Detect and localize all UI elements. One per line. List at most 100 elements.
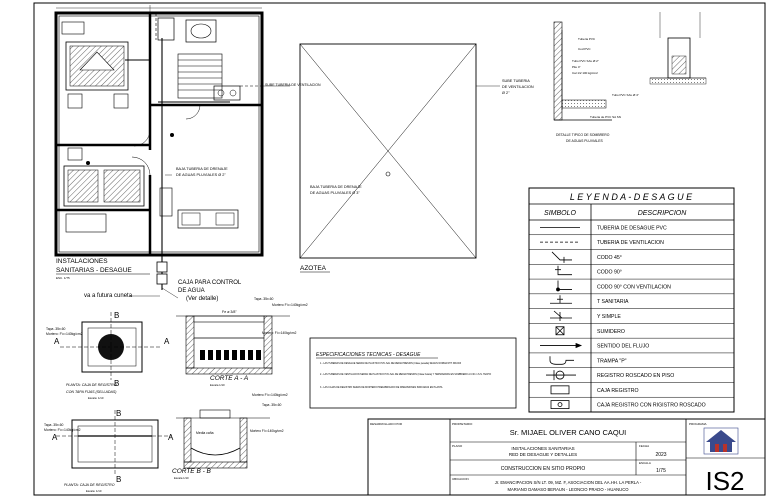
detail-label-c: Tubo PVC SAL Ø 2" <box>572 59 599 63</box>
plan-vent-note: SUBE TUBERIA DE VENTILACION <box>265 83 321 87</box>
legend-row-label: TUBERIA DE DESAGUE PVC <box>597 225 667 231</box>
corte-a-title: CORTE A - A <box>210 375 248 382</box>
specs-box <box>309 337 517 409</box>
tb-fecha: 2023 <box>655 452 666 458</box>
legend-row-label: CAJA REGISTRO <box>597 388 639 394</box>
plan-title-1: INSTALACIONES <box>56 258 108 265</box>
tb-owner: Sr. MIJAEL OLIVER CANO CAQUI <box>510 428 626 437</box>
tb-plano-1: INSTALACIONES SANITARIAS <box>511 446 574 451</box>
tb-address-1: Jr. EMANCIPACION S/N LT. 09, MZ. F, ASOC… <box>495 480 642 485</box>
caja-note-1: CAJA PARA CONTROL <box>178 280 242 286</box>
plan-rain-note-2: DE AGUAS PLUVIALES Ø 2" <box>176 173 226 177</box>
corte-b-media-cana: Media caña <box>196 431 214 435</box>
box2-section-b-bottom: B <box>116 475 121 484</box>
box1-section-a-left: A <box>54 337 60 346</box>
tb-sheet-code: IS2 <box>705 466 744 496</box>
box1-plan-scale: Escala: 1/10 <box>88 396 104 400</box>
detail-label-d: Pile 4" <box>572 65 581 69</box>
specs-title: ESPECIFICACIONES TECNICAS - DESAGUE <box>316 352 421 358</box>
box2-section-a-right: A <box>168 433 174 442</box>
sanitary-tee-icon <box>550 295 572 304</box>
detail-label-a: Tuberia PVC <box>578 37 596 41</box>
detail-label-b: Cod PVC <box>578 47 591 51</box>
corte-a-mortero-2: Mortero: F'c=140kg/cm2 <box>262 331 297 335</box>
spec-item-3: 3.- LAS CAJAS DE REGISTRO SERAN DE MORTE… <box>320 386 443 389</box>
legend-table <box>528 187 735 413</box>
section-a-a <box>176 315 290 375</box>
elbow-45-icon <box>551 251 572 263</box>
tb-address-2: MARIANO DAMASO BERAUN - LEONCIO PRADO - … <box>508 487 630 492</box>
university-logo-icon <box>703 427 739 455</box>
plan-subtitle: ESC. 1/75 <box>56 276 70 280</box>
spec-item-2: 2.- LAS TUBERIAS DE VENTILACION SERAN DE… <box>320 373 491 376</box>
box1-section-b-bottom: B <box>114 379 119 388</box>
azotea-drain-note-1: BAJA TUBERIA DE DRENAJE <box>310 185 362 189</box>
flow-arrow-icon <box>540 342 583 349</box>
legend-row-label: CODO 90° <box>597 270 622 276</box>
p-trap-icon <box>549 356 574 365</box>
tb-ubicacion-label: UBICACION <box>452 477 469 481</box>
tb-desarrollado: DESARROLLADO POR <box>370 422 403 426</box>
tb-fecha-label: FECHA <box>639 444 649 448</box>
caja-note-2: DE AGUA <box>178 288 205 294</box>
corte-b-mortero: Mortero F'c=140kg/cm2 <box>252 393 288 397</box>
corte-a-tapa: Tapa .35x.60 <box>254 297 274 301</box>
detail-title-1: DETALLE TIPICO DE SOMBRERO <box>556 133 610 137</box>
ampliacion-note: FUTURA AMPLIACION <box>148 11 185 15</box>
detail-label-f: Cal 1/2 100 kg/cm2 <box>572 71 598 75</box>
azotea-vent-note-1: SUBE TUBERIA <box>502 79 530 83</box>
floor-drain-icon <box>555 326 565 336</box>
tb-programa-label: PROGRAMA <box>689 422 707 426</box>
elbow-90-icon <box>555 265 572 276</box>
futura-cuneta-note: va a futura cuneta <box>84 293 133 299</box>
tb-plano-2: RED DE DESAGUE Y DETALLES <box>509 452 577 457</box>
tb-escala-label: ESCALA <box>639 461 651 465</box>
legend-col-symbol: SIMBOLO <box>544 210 576 217</box>
legend-rows: TUBERIA DE DESAGUE PVC TUBERIA DE VENTILA… <box>529 225 734 413</box>
junction-box-icon <box>550 385 570 395</box>
floor-plan <box>54 5 290 299</box>
plan-rain-note-1: BAJA TUBERIA DE DRENAJE <box>176 167 228 171</box>
legend-row-label: T SANITARIA <box>597 299 629 305</box>
legend-title: L E Y E N D A - D E S A G U E <box>570 192 693 202</box>
wye-icon <box>550 310 572 321</box>
box-plan-2 <box>56 410 172 476</box>
legend-row-label: CODO 90° CON VENTILACION <box>597 284 671 290</box>
tb-propietario-label: PROPIETARIO <box>452 422 473 426</box>
legend-row-label: CAJA REGISTRO CON RIGISTRO ROSCADO <box>597 403 706 409</box>
box1-plan-title-2: CON TAPA FIJAS (SELLADAS) <box>66 390 116 394</box>
corte-a-scale: Escala 1/10 <box>210 383 225 387</box>
detail-label-e: Tubo PVC SAL Ø 4" <box>612 93 639 97</box>
box2-section-a-left: A <box>52 433 58 442</box>
box1-section-b-top: B <box>114 311 119 320</box>
legend-row-label: SENTIDO DEL FLUJO <box>597 344 649 350</box>
legend-row-label: TUBERIA DE VENTILACION <box>597 240 664 246</box>
legend-row-label: Y SIMPLE <box>597 314 621 320</box>
elbow-90-vent-icon <box>556 280 572 292</box>
detail-label-g: Tuberia de PVC SA SN <box>590 115 621 119</box>
tb-escala: 1/75 <box>656 468 666 474</box>
corte-b-tapa: Tapa .35x.60 <box>262 403 282 407</box>
section-b-b <box>176 409 270 469</box>
corte-a-mortero: Mortero F'c=140kg/cm2 <box>272 303 308 307</box>
box2-section-b-top: B <box>116 409 121 418</box>
box1-mortero-label: Mortero: F'c=140kg/cm2 <box>46 332 83 336</box>
title-block <box>367 418 766 496</box>
box2-mortero-label: Mortero: F'c=140kg/cm2 <box>44 428 81 432</box>
legend-row-label: REGISTRO ROSCADO EN PISO <box>597 373 674 379</box>
legend-row-label: SUMIDERO <box>597 329 625 335</box>
corte-a-fe-label: Fe ø 3/8" <box>222 310 237 314</box>
roof-plan <box>299 43 500 259</box>
corte-b-scale: Escala 1/10 <box>174 476 189 480</box>
box1-section-a-right: A <box>164 337 170 346</box>
junction-box-threaded-icon <box>550 400 570 410</box>
box1-tapa-label: Tapa .35x.60 <box>46 327 66 331</box>
azotea-vent-note-3: Ø 2" <box>502 91 510 95</box>
box-plan-1 <box>60 312 160 380</box>
azotea-vent-note-2: DE VENTILACION <box>502 85 534 89</box>
vent-cap-detail <box>553 12 707 121</box>
tb-proyecto: CONSTRUCCION EN SITIO PROPIO <box>501 466 586 472</box>
box2-plan-scale: Escala: 1/10 <box>86 489 102 493</box>
plan-title-2: SANITARIAS - DESAGUE <box>56 267 132 274</box>
